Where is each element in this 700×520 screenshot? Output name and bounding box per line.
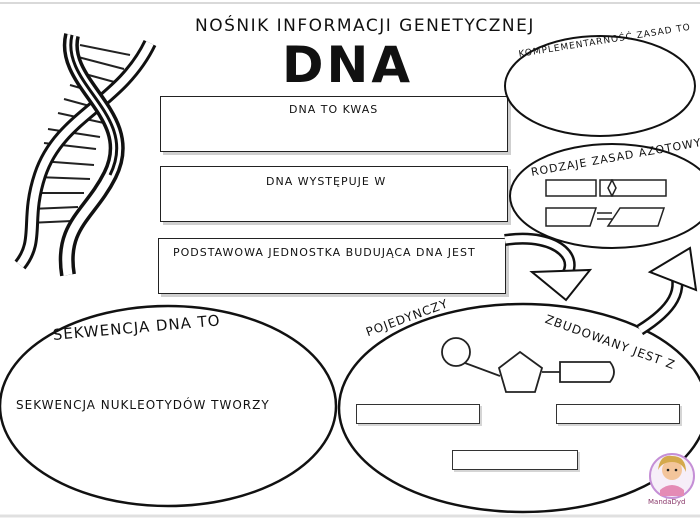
answer-field-base[interactable] — [556, 404, 680, 424]
sugar-pentagon — [497, 350, 544, 393]
box-dna-wystepuje-label: DNA występuje w — [266, 175, 387, 188]
dna-helix-icon — [14, 33, 157, 277]
oval-sekwencja — [0, 304, 338, 508]
answer-field-phosphate[interactable] — [356, 404, 480, 424]
base-rect — [559, 361, 615, 383]
box-jednostka-label: Podstawowa jednostka budująca DNA jest — [173, 246, 476, 259]
phosphate-circle — [441, 337, 471, 367]
author-logo-icon — [649, 453, 695, 499]
sekwencja-body: Sekwencja nukleotydów tworzy — [16, 398, 270, 412]
subtitle: Nośnik informacji genetycznej — [195, 16, 535, 36]
page-title: DNA — [282, 36, 414, 94]
oval-komplementarnosc — [504, 35, 696, 137]
box-dna-wystepuje[interactable]: DNA występuje w — [160, 166, 508, 222]
box-dna-kwas[interactable]: DNA to kwas — [160, 96, 508, 152]
box-jednostka[interactable]: Podstawowa jednostka budująca DNA jest — [158, 238, 506, 294]
oval-nukleotyd — [337, 302, 700, 514]
answer-field-sugar[interactable] — [452, 450, 578, 470]
box-dna-kwas-label: DNA to kwas — [289, 103, 379, 116]
author-logo-text: MandaDyd — [648, 498, 686, 506]
